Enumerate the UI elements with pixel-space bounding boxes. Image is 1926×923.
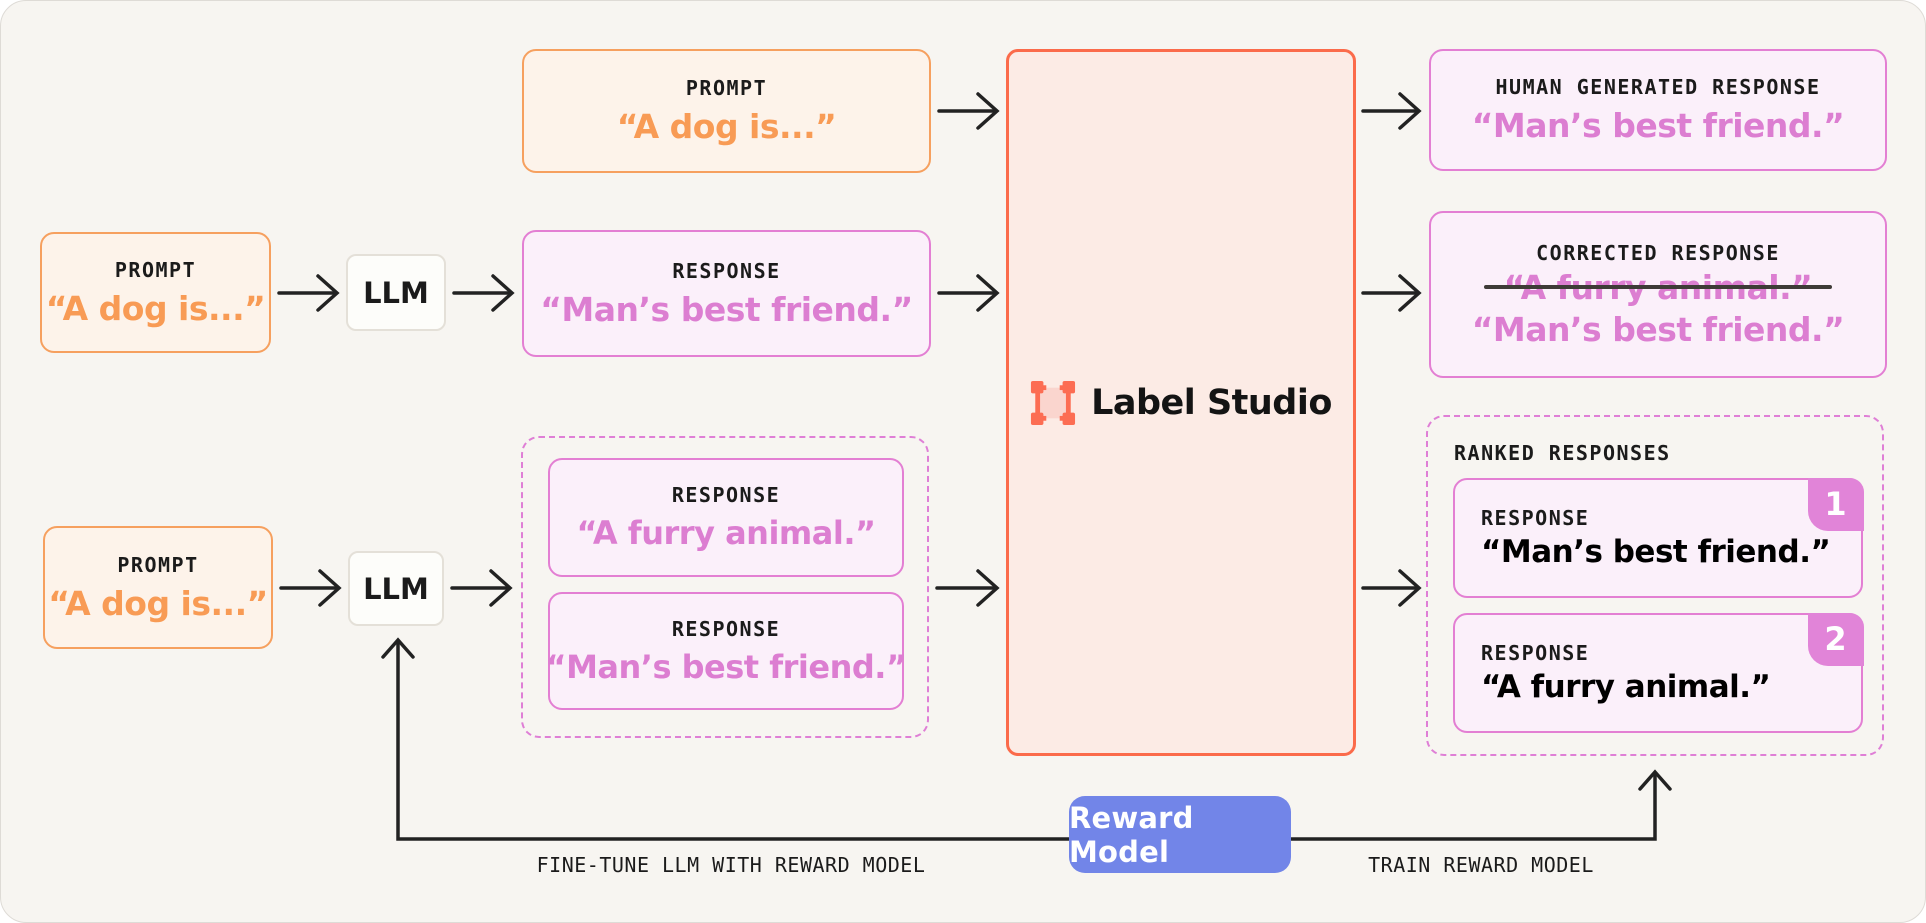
response-label: RESPONSE — [672, 258, 781, 283]
prompt-text: “A dog is...” — [45, 288, 266, 328]
label-studio-node: Label Studio — [1006, 49, 1356, 756]
ranked-responses-group: RANKED RESPONSES RESPONSE “Man’s best fr… — [1426, 415, 1884, 756]
arrow-llm-to-responses-row3 — [450, 569, 513, 607]
human-response-box: HUMAN GENERATED RESPONSE “Man’s best fri… — [1429, 49, 1887, 171]
prompt-box-supervised: PROMPT “A dog is...” — [522, 49, 931, 173]
arrow-responses-to-hub-row3 — [935, 569, 1000, 607]
corrected-response-box: CORRECTED RESPONSE “A furry animal.” “Ma… — [1429, 211, 1887, 378]
arrow-prompt-to-llm-row2 — [277, 274, 340, 312]
llm-node-ranking: LLM — [348, 551, 444, 626]
reward-model-node: Reward Model — [1069, 796, 1291, 873]
response-text: “Man’s best friend.” — [540, 289, 913, 329]
prompt-box-ranking: PROMPT “A dog is...” — [43, 526, 273, 649]
llm-label: LLM — [363, 571, 429, 606]
candidate-responses-group: RESPONSE “A furry animal.” RESPONSE “Man… — [521, 436, 929, 738]
reward-model-label: Reward Model — [1069, 800, 1194, 869]
candidate-response-2: RESPONSE “Man’s best friend.” — [545, 592, 907, 710]
arrow-hub-to-human-response — [1361, 92, 1422, 130]
llm-node-correction: LLM — [346, 254, 446, 331]
arrow-hub-to-ranked — [1361, 569, 1422, 607]
corrected-response-text: “Man’s best friend.” — [1471, 309, 1845, 349]
prompt-label: PROMPT — [685, 76, 768, 100]
label-studio-wordmark: Label Studio — [1091, 382, 1332, 423]
human-response-label: HUMAN GENERATED RESPONSE — [1495, 75, 1821, 99]
ranked-response-1: RESPONSE “Man’s best friend.” 1 — [1453, 477, 1864, 598]
response-text: “A furry animal.” — [1481, 669, 1771, 705]
response-text: “A furry animal.” — [576, 514, 876, 552]
rank-badge-2: 2 — [1807, 612, 1864, 666]
response-label: RESPONSE — [671, 483, 781, 507]
train-reward-caption: TRAIN REWARD MODEL — [1368, 853, 1594, 877]
finetune-caption: FINE-TUNE LLM WITH REWARD MODEL — [536, 853, 926, 877]
arrow-prompt-to-hub-row1 — [937, 92, 1000, 130]
llm-label: LLM — [363, 275, 429, 310]
arrow-response-to-hub-row2 — [937, 274, 1000, 312]
response-label: RESPONSE — [1481, 506, 1590, 530]
corrected-response-label: CORRECTED RESPONSE — [1536, 240, 1780, 265]
prompt-label: PROMPT — [117, 552, 199, 577]
arrow-llm-to-response-row2 — [452, 274, 515, 312]
arrow-hub-to-corrected — [1361, 274, 1422, 312]
human-response-text: “Man’s best friend.” — [1471, 106, 1845, 145]
arrow-train-reward — [1289, 769, 1672, 841]
response-box-correction: RESPONSE “Man’s best friend.” — [522, 230, 931, 357]
response-text: “Man’s best friend.” — [545, 647, 907, 686]
prompt-label: PROMPT — [114, 257, 197, 282]
candidate-response-1: RESPONSE “A furry animal.” — [548, 458, 904, 577]
prompt-text: “A dog is...” — [48, 583, 268, 623]
rank-badge-1: 1 — [1807, 477, 1864, 531]
response-label: RESPONSE — [1481, 641, 1590, 665]
ranked-responses-label: RANKED RESPONSES — [1454, 441, 1671, 465]
response-text: “Man’s best friend.” — [1481, 534, 1831, 570]
response-label: RESPONSE — [671, 616, 781, 641]
label-studio-icon — [1031, 380, 1076, 425]
ranked-response-2: RESPONSE “A furry animal.” 2 — [1453, 612, 1864, 733]
corrected-struck-text: “A furry animal.” — [1503, 267, 1813, 307]
arrow-prompt-to-llm-row3 — [279, 569, 342, 607]
prompt-box-correction: PROMPT “A dog is...” — [40, 232, 271, 353]
prompt-text: “A dog is...” — [616, 107, 837, 146]
